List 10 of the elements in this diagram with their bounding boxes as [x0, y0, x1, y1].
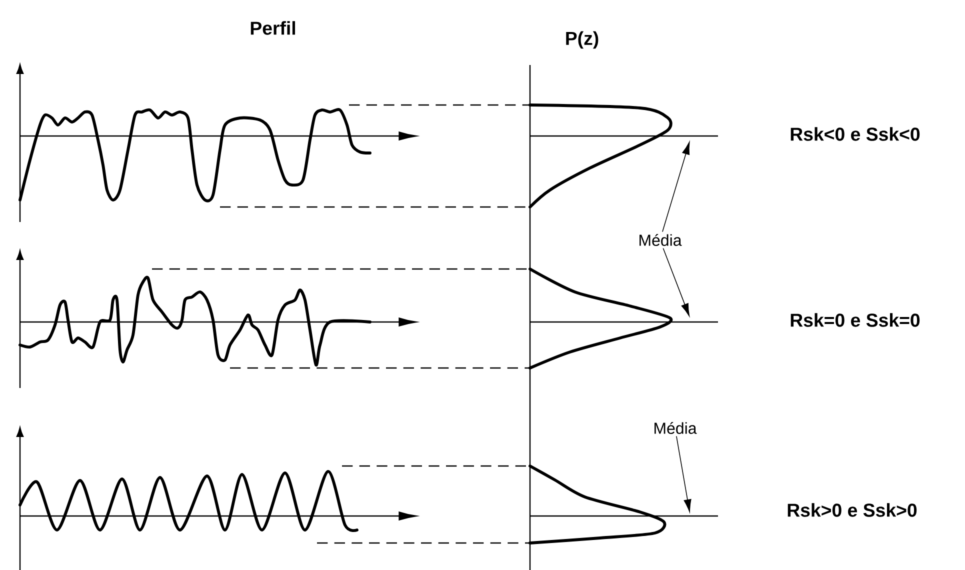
callout-text: Média	[654, 422, 697, 434]
callout-text: Média	[640, 234, 682, 246]
leader-line	[676, 436, 692, 512]
condition-label: Rsk>0 e Ssk>0	[788, 503, 917, 517]
leader-line	[662, 248, 690, 316]
heading: P(z)	[566, 31, 598, 49]
condition-label: Rsk=0 e Ssk=0	[790, 313, 920, 327]
heading: Perfil	[250, 21, 296, 35]
leader-line	[662, 142, 690, 232]
condition-label: Rsk<0 e Ssk<0	[790, 127, 920, 141]
